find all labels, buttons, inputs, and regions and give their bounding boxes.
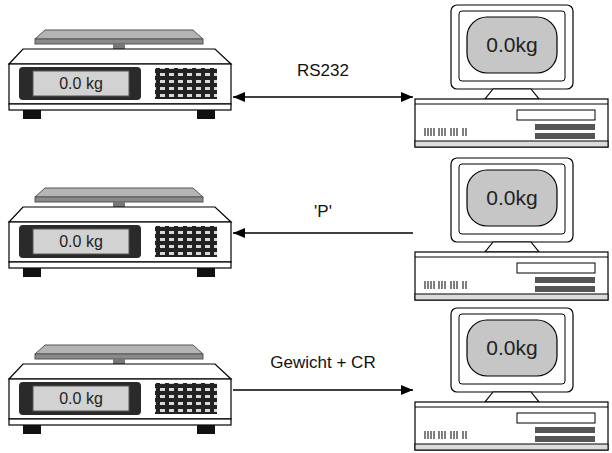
data-arrow <box>233 232 413 234</box>
data-arrow <box>233 96 413 98</box>
display-reading: 0.0kg <box>467 320 557 376</box>
computer-device: 0.0kg <box>413 305 610 453</box>
scale-device: 0.0 kg <box>5 180 233 280</box>
scale-illustration <box>9 188 231 277</box>
scale-device: 0.0 kg <box>5 337 233 437</box>
computer-illustration <box>415 158 608 300</box>
scale-illustration <box>9 30 231 119</box>
computer-illustration <box>415 308 608 450</box>
display-reading: 0.0 kg <box>33 229 129 254</box>
display-reading: 0.0kg <box>467 170 557 226</box>
data-arrow <box>233 389 413 391</box>
scale-illustration <box>9 345 231 434</box>
computer-device: 0.0kg <box>413 2 610 150</box>
signal-label: RS232 <box>297 61 349 81</box>
display-reading: 0.0kg <box>467 17 557 73</box>
display-reading: 0.0 kg <box>33 71 129 96</box>
display-reading: 0.0 kg <box>33 386 129 411</box>
signal-label: 'P' <box>314 202 332 222</box>
computer-illustration <box>415 5 608 147</box>
signal-label: Gewicht + CR <box>270 353 375 373</box>
computer-device: 0.0kg <box>413 155 610 303</box>
scale-device: 0.0 kg <box>5 22 233 122</box>
